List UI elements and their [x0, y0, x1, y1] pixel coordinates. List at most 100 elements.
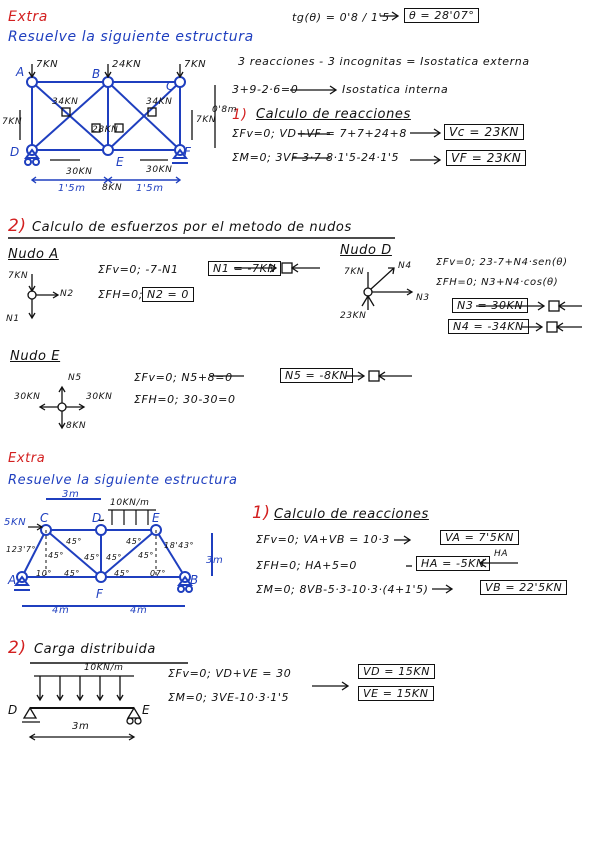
load-b: 24KN — [112, 59, 142, 70]
ex3-step2-number: 2) — [8, 638, 27, 658]
t2-angle-13: 10° — [36, 569, 52, 578]
support-e: E — [142, 703, 151, 717]
statement-1: Resuelve la siguiente estructura — [8, 29, 254, 45]
beam-eq-m: ΣM=0; 3VE-10·3·1'5 — [168, 691, 290, 704]
t2-dist-load: 10KN/m — [110, 498, 150, 508]
nudo-a-load: 7KN — [8, 271, 29, 281]
extra-label-2: Extra — [8, 451, 46, 466]
ex3-step1-number: 1) — [252, 503, 271, 523]
ex3-step2-title: Carga distribuida — [34, 642, 156, 657]
height: 0'8m — [212, 105, 238, 115]
step1-number: 1) — [232, 107, 248, 123]
t2-node-d: D — [92, 511, 102, 525]
bottom-force-left: 30KN — [66, 167, 93, 177]
beam-span: 3m — [72, 721, 90, 732]
side-left-load: 7KN — [2, 117, 23, 127]
t2-height: 3m — [206, 555, 224, 566]
vf-result: VF = 23KN — [446, 150, 527, 166]
load-a: 7KN — [36, 59, 59, 70]
t2-angle-7: 45° — [138, 551, 154, 560]
nudo-a-eq-h: ΣFH=0; — [98, 288, 144, 301]
t2-angle-5: 45° — [106, 553, 122, 562]
bottom-force-right: 30KN — [146, 165, 173, 175]
ve-result: VE = 15KN — [358, 686, 434, 701]
step2-number: 2) — [8, 216, 27, 236]
nudo-e-title: Nudo E — [10, 349, 61, 364]
nudo-d-n3: N3 — [416, 293, 430, 303]
span-1: 1'5m — [58, 183, 86, 194]
nudo-a-title: Nudo A — [8, 247, 59, 262]
ex3-eq-v: ΣFv=0; VA+VB = 10·3 — [256, 533, 390, 546]
bar-left-force: 34KN — [52, 97, 79, 107]
t2-angle-14: 07° — [150, 569, 166, 578]
nudo-a-eq-v: ΣFv=0; -7-N1 — [98, 263, 179, 276]
step2-title: Calculo de esfuerzos por el metodo de nu… — [32, 220, 352, 235]
nudo-e-left: 30KN — [14, 392, 41, 402]
t2-load5: 5KN — [4, 517, 27, 528]
statement-2: Resuelve la siguiente estructura — [8, 473, 238, 488]
t2-angle-2: 45° — [66, 537, 82, 546]
nudo-e-down: 8KN — [66, 421, 87, 431]
nudo-a-n2: N2 — [60, 289, 74, 299]
load-c: 7KN — [184, 59, 207, 70]
n3-result: N3 = 30KN — [452, 298, 529, 313]
node-e-label: E — [116, 155, 125, 169]
truss-1 — [24, 76, 188, 166]
sum-m-eq: ΣM=0; 3VF-3·7-8·1'5-24·1'5 — [232, 151, 400, 164]
vc-result: Vc = 23KN — [444, 124, 525, 140]
nudo-e-n5: N5 — [68, 373, 82, 383]
node-a-label: A — [16, 65, 25, 79]
ex3-eq-h: ΣFH=0; HA+5=0 — [256, 559, 357, 572]
tan-equation: tg(θ) = 0'8 / 1'5 — [292, 11, 390, 24]
t2-node-a: A — [8, 573, 17, 587]
n1-result: N1 = -7KN — [208, 261, 282, 276]
t2-angle-8: 45° — [64, 569, 80, 578]
n4-result: N4 = -34KN — [448, 319, 529, 334]
t2-top-span: 3m — [62, 489, 80, 500]
node-b-label: B — [92, 67, 101, 81]
t2-angle-3: 45° — [48, 551, 64, 560]
nudo-d-eq-h: ΣFH=0; N3+N4·cos(θ) — [436, 277, 559, 288]
t2-span-2: 4m — [130, 605, 148, 616]
ex3-eq-m: ΣM=0; 8VB-5·3-10·3·(4+1'5) — [256, 583, 429, 596]
va-result: VA = 7'5KN — [440, 530, 519, 545]
ha-result: HA = -5KN — [416, 556, 490, 571]
bottom-force-mid: 8KN — [102, 183, 123, 193]
t2-node-c: C — [40, 511, 49, 525]
reactions-note: 3 reacciones - 3 incognitas = Isostatica… — [238, 55, 530, 68]
t2-span-1: 4m — [52, 605, 70, 616]
nudo-e-eq-v: ΣFv=0; N5+8=0 — [134, 371, 233, 384]
node-f-label: F — [184, 145, 192, 159]
nudo-d-load: 7KN — [344, 267, 365, 277]
t2-angle-1: 123'7° — [6, 545, 37, 554]
mid-force: 28KN — [92, 125, 119, 135]
n2-result: N2 = 0 — [142, 287, 195, 302]
ex3-step1-title: Calculo de reacciones — [274, 507, 429, 522]
t2-angle-6: 45° — [126, 537, 142, 546]
step1-title: Calculo de reacciones — [256, 107, 411, 122]
nudo-d-eq-v: ΣFv=0; 23-7+N4·sen(θ) — [436, 257, 568, 268]
nudo-d-title: Nudo D — [340, 243, 392, 258]
nudo-d-n4: N4 — [398, 261, 412, 271]
nudo-e-eq-h: ΣFH=0; 30-30=0 — [134, 393, 236, 406]
t2-angle-4: 45° — [84, 553, 100, 562]
n5-result: N5 = -8KN — [280, 368, 354, 383]
nudo-d-react: 23KN — [340, 311, 367, 321]
t2-node-f: F — [96, 587, 104, 601]
nudo-a-n1: N1 — [6, 314, 20, 324]
beam-eq-v: ΣFv=0; VD+VE = 30 — [168, 667, 292, 680]
node-c-label: C — [166, 79, 175, 93]
isostatic-eq: 3+9-2·6=0 — [232, 83, 299, 96]
t2-angle-15: 18'43° — [164, 541, 195, 550]
isostatic-internal: Isostatica interna — [342, 83, 449, 96]
vb-result: VB = 22'5KN — [480, 580, 568, 595]
side-right-load: 7KN — [196, 115, 217, 125]
vd-result: VD = 15KN — [358, 664, 436, 679]
dist-load-label: 10KN/m — [84, 663, 124, 673]
sum-fv-eq: ΣFv=0; VD+VF = 7+7+24+8 — [232, 127, 407, 140]
theta-result: θ = 28'07° — [404, 8, 480, 23]
t2-angle-9: 45° — [114, 569, 130, 578]
ha-tag: HA — [494, 549, 509, 559]
